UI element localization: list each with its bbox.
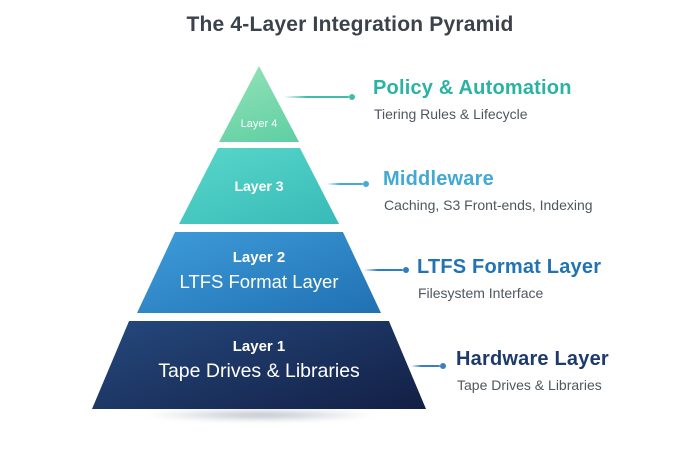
- pyramid-shadow: [95, 405, 425, 425]
- annotation-middleware: Middleware Caching, S3 Front-ends, Index…: [383, 168, 593, 213]
- annotation-hardware: Hardware Layer Tape Drives & Libraries: [456, 348, 609, 393]
- connector-line-middleware: [327, 181, 369, 187]
- layer-1-label: Layer 1: [232, 337, 286, 355]
- layer-4-label: Layer 4: [240, 118, 278, 130]
- connector-segment: [411, 365, 440, 367]
- connector-line-policy: [284, 94, 355, 100]
- annotation-subtitle: Caching, S3 Front-ends, Indexing: [384, 197, 593, 213]
- annotation-ltfs: LTFS Format Layer Filesystem Interface: [417, 256, 601, 301]
- connector-segment: [284, 96, 349, 98]
- layer-1-sublabel: Tape Drives & Libraries: [158, 359, 360, 382]
- annotation-title: LTFS Format Layer: [417, 256, 602, 278]
- connector-segment: [364, 269, 403, 271]
- layer-2-label: Layer 2: [232, 248, 286, 266]
- connector-dot-icon: [403, 267, 409, 273]
- connector-segment: [327, 183, 363, 185]
- pyramid-layer-1: Layer 1 Tape Drives & Libraries: [92, 321, 426, 409]
- layer-2-sublabel: LTFS Format Layer: [179, 270, 339, 292]
- connector-dot-icon: [440, 363, 446, 369]
- connector-line-hardware: [411, 363, 446, 369]
- connector-dot-icon: [363, 181, 369, 187]
- annotation-subtitle: Filesystem Interface: [418, 285, 544, 301]
- connector-dot-icon: [349, 94, 355, 100]
- annotation-title: Middleware: [383, 168, 494, 190]
- layer-3-label: Layer 3: [234, 178, 284, 194]
- pyramid-layer-3: Layer 3: [179, 148, 339, 224]
- annotation-policy: Policy & Automation Tiering Rules & Life…: [373, 77, 572, 122]
- annotation-title: Hardware Layer: [456, 348, 609, 370]
- pyramid-layer-2: Layer 2 LTFS Format Layer: [137, 232, 381, 313]
- annotation-subtitle: Tiering Rules & Lifecycle: [374, 106, 528, 122]
- page-title: The 4-Layer Integration Pyramid: [186, 13, 514, 36]
- connector-line-ltfs: [364, 267, 409, 273]
- annotation-title: Policy & Automation: [373, 77, 572, 99]
- pyramid-layer-4: Layer 4: [219, 66, 299, 142]
- annotation-subtitle: Tape Drives & Libraries: [457, 377, 602, 393]
